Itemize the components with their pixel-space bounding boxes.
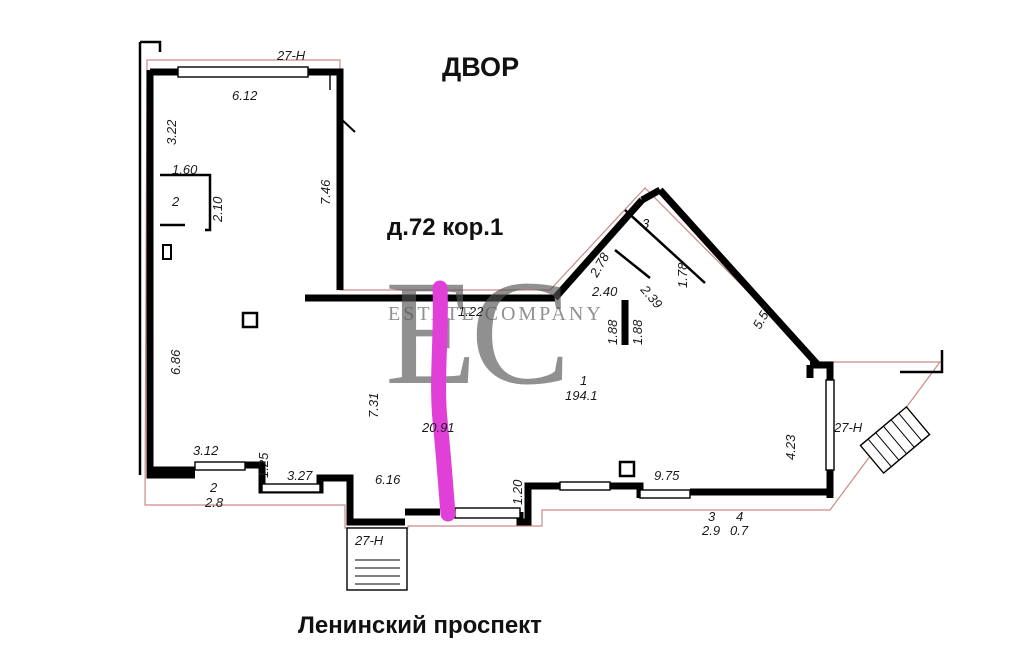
yard-label: ДВОР [442,52,519,82]
room-3b-number: 3 [708,509,716,524]
building-label: д.72 кор.1 [387,214,503,241]
dimension-label: 3.27 [287,468,313,483]
dimension-label: 2.39 [637,282,665,312]
room-3-number: 3 [642,216,650,231]
dimension-label: 2.40 [591,284,618,299]
exit-label-right: 27-Н [833,420,863,435]
room-2b-number: 2 [209,480,218,495]
street-label: Ленинский проспект [298,612,542,639]
highlight-marker [431,280,456,522]
dimension-label: 1.25 [256,452,271,478]
watermark-text: ESTATE COMPANY [388,303,604,325]
dimension-label: 6.16 [375,472,401,487]
watermark-logo: EC [385,250,565,416]
dimension-label: 7.31 [366,393,381,418]
room-4b-number: 4 [736,509,743,524]
dimension-label: 6.12 [232,88,258,103]
room-2-number: 2 [171,194,180,209]
dimension-label: 1.88 [630,319,645,345]
dimension-label: 1.60 [172,162,198,177]
dimension-label: 1.20 [510,479,525,505]
dimension-label: 6.86 [168,349,183,375]
dimension-label: 7.46 [318,179,333,205]
exit-label-bottom: 27-Н [354,533,384,548]
exit-label-top: 27-Н [276,48,306,63]
room-1-area: 194.1 [565,388,598,403]
room-2b-area: 2.8 [204,495,224,510]
dimension-label: 3.22 [164,119,179,145]
room-3b-area: 2.9 [701,523,720,538]
dimension-label: 1.22 [458,304,484,319]
room-1-number: 1 [580,373,587,388]
dimension-label: 20.91 [421,420,455,435]
dimension-label: 2.10 [210,196,225,223]
dimension-label: 1.88 [605,319,620,345]
dimension-label: 1.78 [675,262,690,288]
dimension-label: 4.23 [783,434,798,460]
room-4b-area: 0.7 [730,523,749,538]
dimension-label: 9.75 [654,468,680,483]
walls [138,40,944,591]
dimension-label: 3.12 [193,443,219,458]
